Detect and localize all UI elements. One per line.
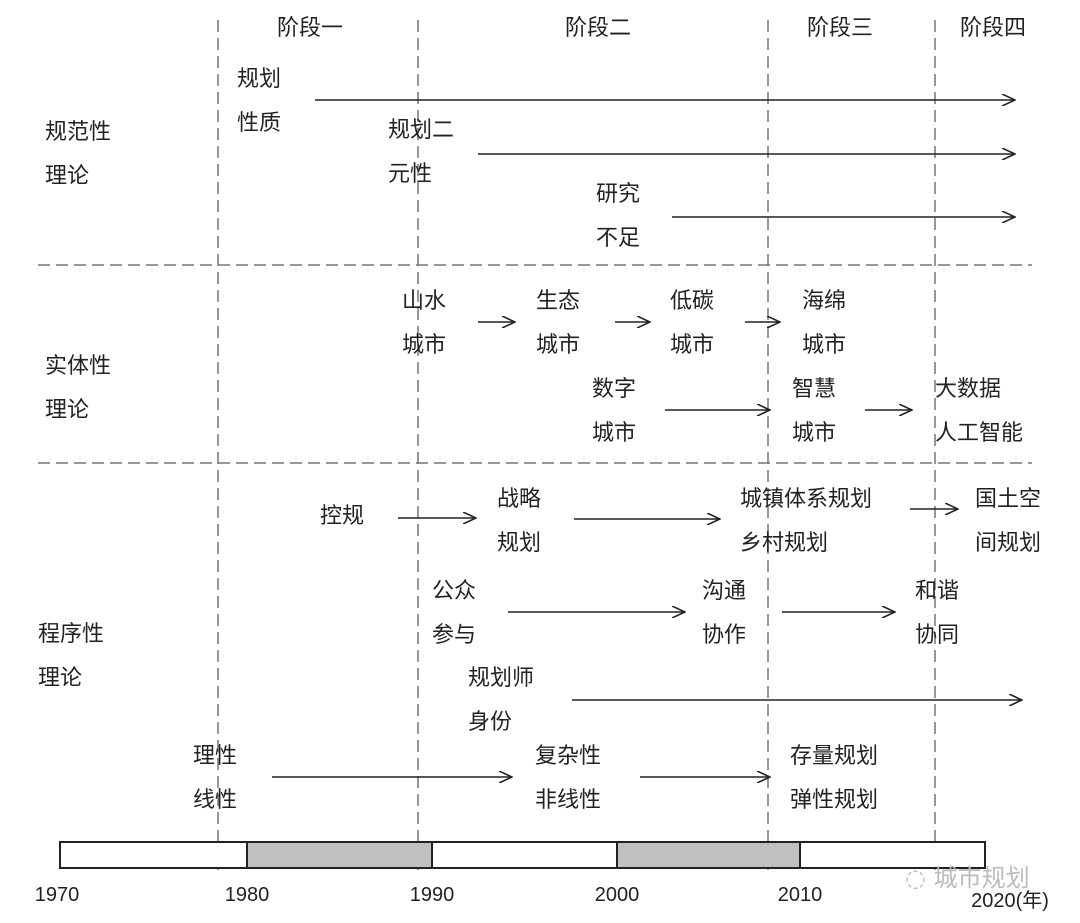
- label-line: 实体性: [45, 354, 112, 379]
- concept-node: 复杂性非线性: [535, 735, 601, 823]
- concept-node: 大数据人工智能: [935, 368, 1023, 456]
- label-line: 协作: [702, 623, 747, 648]
- label-line: 理论: [38, 666, 83, 691]
- label-line: 公众: [432, 579, 477, 604]
- stage-1-label: 阶段一: [276, 16, 344, 41]
- stage-3-label: 阶段三: [806, 16, 874, 41]
- category-label: 规范性理论: [45, 111, 111, 199]
- concept-node: 规划二元性: [388, 109, 454, 197]
- concept-node: 城镇体系规划乡村规划: [740, 478, 872, 566]
- concept-node: 国土空间规划: [975, 478, 1041, 566]
- label-line: 程序性: [38, 622, 105, 647]
- watermark-text: 城市规划: [933, 864, 1030, 892]
- label-line: 参与: [432, 623, 477, 648]
- label-line: 理性: [193, 744, 238, 769]
- concept-node: 存量规划弹性规划: [790, 735, 878, 823]
- label-line: 沟通: [702, 579, 747, 604]
- year-label: 1990: [409, 884, 455, 906]
- concept-node: 海绵城市: [802, 280, 846, 368]
- category-label: 实体性理论: [45, 345, 111, 433]
- timeline-shade: [246, 841, 433, 869]
- label-line: 规划二: [388, 118, 455, 143]
- label-line: 人工智能: [935, 421, 1024, 446]
- label-line: 乡村规划: [740, 531, 829, 556]
- label-line: 身份: [468, 710, 513, 735]
- label-line: 和谐: [915, 579, 960, 604]
- year-label: 2010: [777, 884, 823, 906]
- label-line: 城市: [536, 333, 581, 358]
- label-line: 城镇体系规划: [740, 487, 873, 512]
- label-line: 海绵: [802, 289, 847, 314]
- label-line: 战略: [497, 487, 542, 512]
- label-line: 城市: [592, 421, 637, 446]
- label-line: 理论: [45, 398, 90, 423]
- label-line: 元性: [388, 162, 433, 187]
- concept-node: 研究不足: [596, 173, 640, 261]
- year-label: 1980: [224, 884, 270, 906]
- label-line: 生态: [536, 289, 581, 314]
- timeline-bar: [59, 841, 986, 869]
- label-line: 弹性规划: [790, 788, 879, 813]
- concept-node: 山水城市: [402, 280, 446, 368]
- label-line: 规划: [237, 67, 282, 92]
- label-line: 规范性: [45, 120, 112, 145]
- year-label: 1970: [34, 884, 80, 906]
- watermark: ◌ 城市规划: [905, 864, 1030, 892]
- year-label: 2000: [594, 884, 640, 906]
- stage-4-label: 阶段四: [959, 16, 1027, 41]
- label-line: 间规划: [975, 531, 1042, 556]
- label-line: 低碳: [670, 289, 715, 314]
- label-line: 数字: [592, 377, 637, 402]
- concept-node: 智慧城市: [792, 368, 836, 456]
- label-line: 城市: [792, 421, 837, 446]
- stage-2-label: 阶段二: [564, 16, 632, 41]
- label-line: 线性: [193, 788, 238, 813]
- concept-node: 生态城市: [536, 280, 580, 368]
- year-label: 2020(年): [971, 890, 1049, 912]
- label-line: 非线性: [535, 788, 602, 813]
- label-line: 国土空: [975, 487, 1042, 512]
- label-line: 协同: [915, 623, 960, 648]
- concept-node: 公众参与: [432, 570, 476, 658]
- concept-node: 沟通协作: [702, 570, 746, 658]
- concept-node: 规划师身份: [468, 657, 534, 745]
- label-line: 控规: [320, 504, 365, 529]
- label-line: 山水: [402, 289, 447, 314]
- label-line: 性质: [237, 111, 282, 136]
- label-line: 城市: [670, 333, 715, 358]
- timeline-shade: [616, 841, 801, 869]
- label-line: 规划师: [468, 666, 535, 691]
- label-line: 大数据: [935, 377, 1002, 402]
- concept-node: 控规: [320, 495, 364, 539]
- label-line: 理论: [45, 164, 90, 189]
- concept-node: 数字城市: [592, 368, 636, 456]
- concept-node: 规划性质: [237, 58, 281, 146]
- concept-node: 和谐协同: [915, 570, 959, 658]
- label-line: 城市: [802, 333, 847, 358]
- label-line: 城市: [402, 333, 447, 358]
- label-line: 存量规划: [790, 744, 879, 769]
- concept-node: 理性线性: [193, 735, 237, 823]
- label-line: 研究: [596, 182, 641, 207]
- label-line: 智慧: [792, 377, 837, 402]
- label-line: 规划: [497, 531, 542, 556]
- concept-node: 战略规划: [497, 478, 541, 566]
- concept-node: 低碳城市: [670, 280, 714, 368]
- label-line: 复杂性: [535, 744, 602, 769]
- category-label: 程序性理论: [38, 613, 104, 701]
- label-line: 不足: [596, 226, 641, 251]
